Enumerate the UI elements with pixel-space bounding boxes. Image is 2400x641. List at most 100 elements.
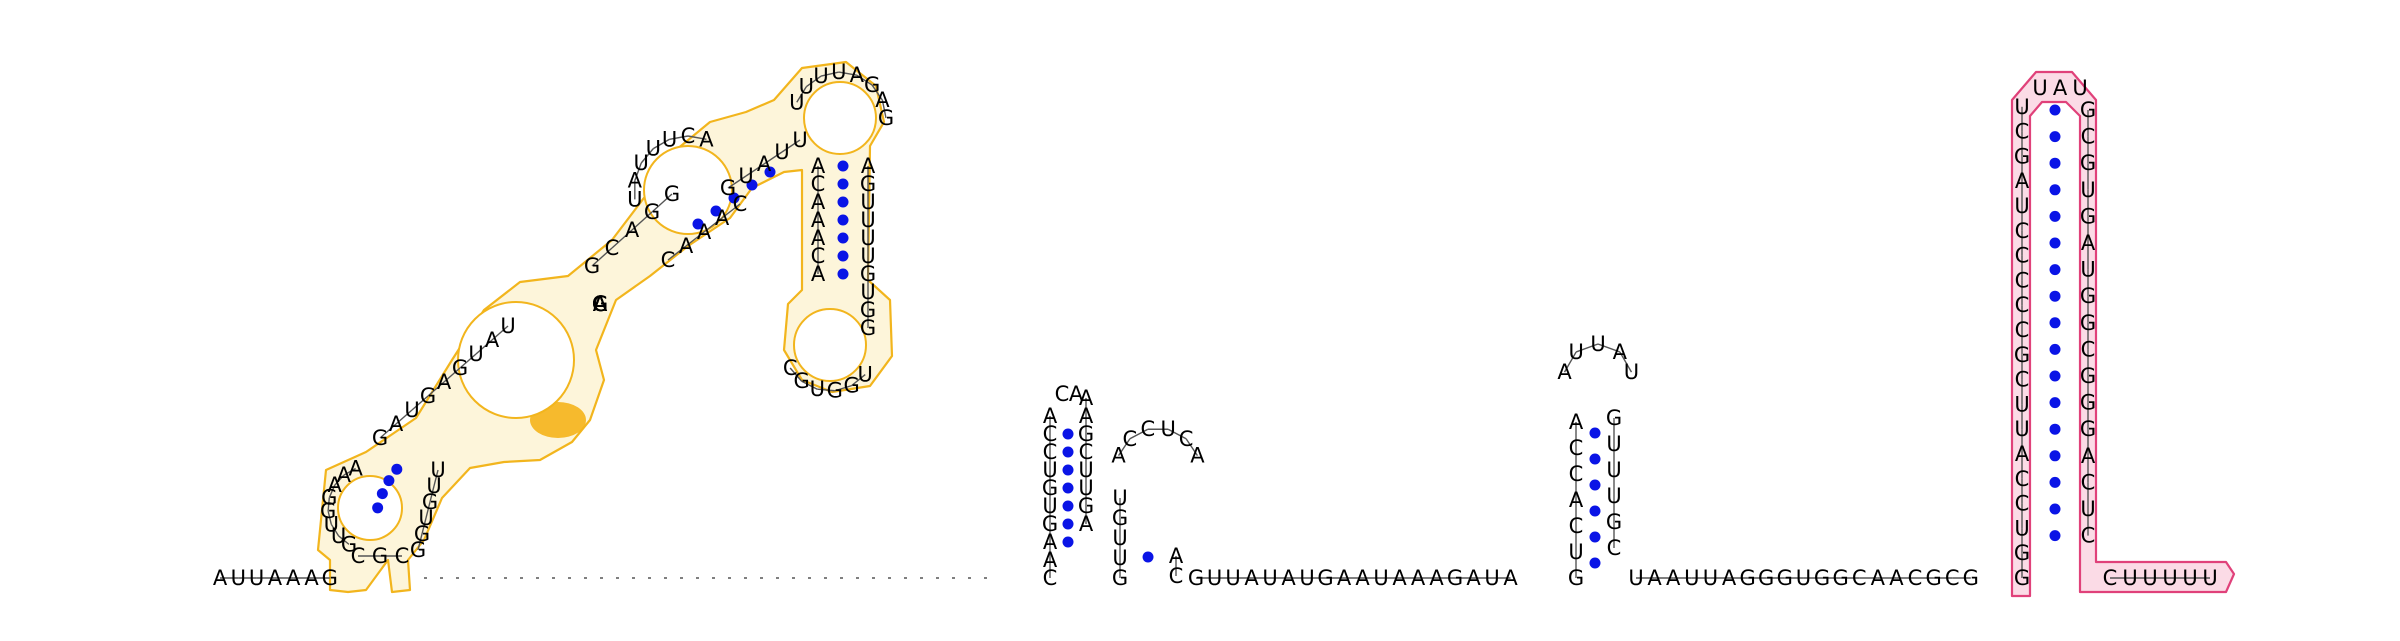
base-pair-dot [837, 250, 849, 262]
backbone-bond [1117, 438, 1131, 457]
nucleotide: U [1606, 484, 1621, 508]
base-pair-dot [1589, 505, 1601, 517]
domain-outlines [316, 60, 2236, 598]
base-pair-dot [2049, 210, 2061, 222]
backbone-bond [429, 485, 435, 503]
backbone-bond [328, 484, 336, 498]
nucleotide: U [468, 342, 483, 366]
nucleotide: U [2080, 258, 2095, 282]
nucleotide: G [1188, 566, 1204, 590]
nucleotide: A [699, 127, 714, 151]
base-pair-dot [2049, 450, 2061, 462]
base-pair-dot [2049, 397, 2061, 409]
nucleotide: C [1043, 566, 1058, 590]
nucleotide: U [2014, 417, 2029, 441]
backbone-bond [421, 517, 427, 535]
nucleotide: G [1777, 566, 1793, 590]
nucleotide: G [2080, 391, 2096, 415]
base-pair-dot [1589, 557, 1601, 569]
nucleotide: G [1078, 494, 1094, 518]
nucleotide: G [720, 176, 736, 200]
nucleotide: U [792, 128, 807, 152]
nucleotide: C [811, 244, 826, 268]
nucleotide: C [1852, 566, 1867, 590]
backbone-bond [433, 469, 439, 487]
nucleotide: A [625, 218, 640, 242]
nucleotide: U [331, 524, 346, 548]
base-pair-dot [837, 268, 849, 280]
nucleotide: A [1466, 566, 1481, 590]
nucleotide: A [1411, 566, 1426, 590]
nucleotide: G [2014, 144, 2030, 168]
nucleotide: A [1079, 512, 1094, 536]
nucleotide: U [860, 280, 875, 304]
nucleotide: U [2182, 566, 2197, 590]
nucleotide: G [878, 106, 894, 130]
backbone-bond [801, 380, 818, 390]
base-pair-dot [2049, 237, 2061, 249]
nucleotide: U [646, 137, 661, 161]
backbone-bond [459, 353, 477, 369]
nucleotide: A [1111, 444, 1126, 468]
base-pair-dot [837, 160, 849, 172]
nucleotide: C [1043, 422, 1058, 446]
nucleotide: G [584, 254, 600, 278]
nucleotide: U [634, 151, 649, 175]
base-pair-dot [1062, 500, 1074, 512]
nucleotide: C [1569, 436, 1584, 460]
backbone-bond [727, 175, 747, 189]
nucleotide: G [1317, 566, 1333, 590]
nucleotide: G [2080, 284, 2096, 308]
nucleotide: C [2015, 318, 2030, 342]
backbone-bond [327, 497, 330, 512]
nucleotide: G [1739, 566, 1755, 590]
nucleotide: A [286, 566, 301, 590]
nucleotide: G [341, 532, 357, 556]
backbone-bond [443, 367, 461, 383]
base-pair-dot [837, 178, 849, 190]
nucleotide: A [1569, 410, 1584, 434]
nucleotide: U [1484, 566, 1499, 590]
nucleotide: G [1963, 566, 1979, 590]
backbone-bond [685, 231, 705, 247]
backbone-bond [327, 510, 332, 525]
nucleotide: C [1908, 566, 1923, 590]
hairpin-loop-hole [793, 308, 867, 382]
nucleotide: C [1141, 417, 1156, 441]
backbone-bond [805, 75, 822, 88]
top-loop-hole [803, 81, 877, 155]
nucleotide: G [1078, 422, 1094, 446]
nucleotide: A [268, 566, 283, 590]
base-pair-dot [2049, 317, 2061, 329]
nucleotide: C [1607, 536, 1622, 560]
nucleotide: U [500, 314, 515, 338]
base-pair-dot [710, 205, 722, 217]
nucleotide: C [593, 292, 608, 316]
nucleotide: A [1043, 404, 1058, 428]
nucleotide: U [2032, 76, 2047, 100]
backbone-bond [651, 193, 673, 213]
backbone-bond [667, 245, 687, 261]
backbone-bond [1563, 351, 1577, 373]
base-pair-dot [2049, 157, 2061, 169]
nucleotide: G [644, 200, 660, 224]
backbone-bond [330, 523, 340, 537]
nucleotide: U [2014, 392, 2029, 416]
nucleotide: U [2202, 566, 2217, 590]
nucleotide: G [422, 490, 438, 514]
nucleotide: C [661, 248, 676, 272]
nucleotide: G [2080, 151, 2096, 175]
nucleotide: A [437, 370, 452, 394]
base-pair-dot [1142, 551, 1154, 563]
base-pair-dot [1062, 446, 1074, 458]
base-pair-dot [1062, 482, 1074, 494]
nucleotide: U [860, 226, 875, 250]
nucleotide: G [860, 298, 876, 322]
nucleotide: A [811, 154, 826, 178]
nucleotide: U [860, 190, 875, 214]
nucleotide: U [1624, 360, 1639, 384]
nucleotide: G [2080, 98, 2096, 122]
nucleotide: A [1190, 444, 1205, 468]
nucleotide: U [860, 244, 875, 268]
